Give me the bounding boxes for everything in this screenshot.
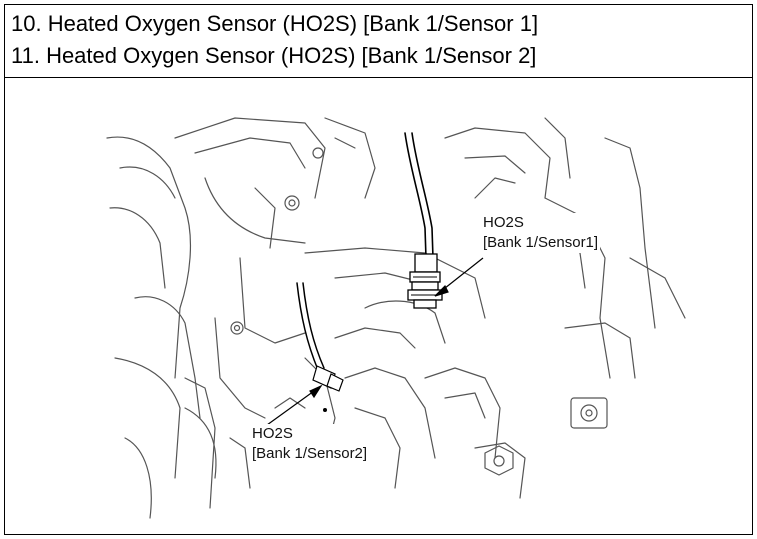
callout-bank1-sensor2-name: HO2S	[252, 425, 293, 442]
callout-bank1-sensor1: HO2S [Bank 1/Sensor1]	[481, 213, 601, 253]
caption-header: 10. Heated Oxygen Sensor (HO2S) [Bank 1/…	[5, 5, 752, 78]
document-frame: 10. Heated Oxygen Sensor (HO2S) [Bank 1/…	[4, 4, 753, 535]
caption-line-sensor-1: 10. Heated Oxygen Sensor (HO2S) [Bank 1/…	[11, 11, 539, 36]
engine-line-drawing	[106, 117, 686, 519]
callout-bank1-sensor2: HO2S [Bank 1/Sensor2]	[250, 424, 370, 464]
callout-bank1-sensor1-name: HO2S	[483, 214, 524, 231]
engine-illustration: HO2S [Bank 1/Sensor1] HO2S [Bank 1/Senso…	[5, 78, 754, 535]
callout-bank1-sensor1-detail: [Bank 1/Sensor1]	[483, 234, 599, 251]
callout-bank1-sensor2-detail: [Bank 1/Sensor2]	[252, 445, 368, 462]
caption-line-sensor-2: 11. Heated Oxygen Sensor (HO2S) [Bank 1/…	[11, 43, 537, 68]
